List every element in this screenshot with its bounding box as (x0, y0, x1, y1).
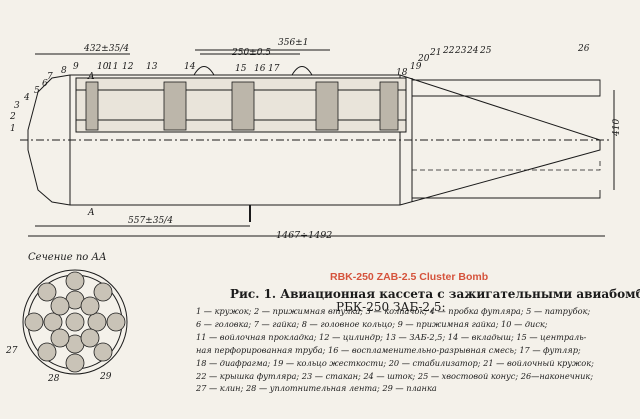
parts-legend: 1 — кружок; 2 — прижимная втулка; 3 — ко… (196, 305, 616, 395)
section-mark-top: A (88, 72, 95, 82)
legend-line: 27 — клин; 28 — уплотнительная лента; 29… (196, 383, 437, 394)
section-aa-outer (22, 269, 128, 375)
part-number: 2 (10, 112, 16, 122)
part-number: 10 (97, 62, 109, 72)
part-number: 8 (61, 66, 67, 76)
legend-line: 6 — головка; 7 — гайка; 8 — головное кол… (196, 318, 548, 329)
figure-caption-line2: РБК-250 ЗАБ-2,5: (336, 300, 446, 314)
part-number: 15 (235, 64, 247, 74)
part-number: 16 (254, 64, 266, 74)
part-number: 18 (396, 68, 408, 78)
part-number: 1 (10, 124, 16, 134)
part-number: 5 (34, 86, 40, 96)
overlay-title: RBK-250 ZAB-2.5 Cluster Bomb (330, 271, 489, 283)
part-number: 13 (146, 62, 158, 72)
dim-557-label: 557±35/4 (128, 216, 173, 226)
part-number: 24 (467, 46, 479, 56)
part-number: 23 (455, 46, 467, 56)
legend-line: ная перфорированная труба; 16 — воспламе… (196, 344, 581, 355)
part-number: 22 (443, 46, 455, 56)
dim-410-label: 410 (612, 118, 622, 136)
part-number: 21 (430, 48, 442, 58)
legend-line: 18 — диафрагма; 19 — кольцо жесткости; 2… (196, 357, 594, 368)
bomb-body-outline (27, 74, 601, 206)
part-number: 12 (122, 62, 134, 72)
part-number: 11 (107, 62, 119, 72)
part-number: 26 (578, 44, 590, 54)
dim-432-label: 432±35/4 (84, 44, 129, 54)
legend-line: 11 — войлочная прокладка; 12 — цилиндр; … (196, 331, 587, 342)
part-number: 14 (184, 62, 196, 72)
figure-caption-line1: Рис. 1. Авиационная кассета с зажигатель… (230, 287, 640, 301)
section-aa-bomblets (24, 271, 126, 373)
suspension-lug (193, 66, 215, 76)
bomblet-blocks (85, 81, 399, 131)
legend-line: 1 — кружок; 2 — прижимная втулка; 3 — ко… (196, 306, 591, 316)
dim-250-label: 250±0.5 (232, 48, 272, 58)
part-number: 17 (268, 64, 280, 74)
part-number: 6 (42, 79, 48, 89)
part-number: 7 (47, 72, 53, 82)
section-label: 28 (48, 374, 60, 384)
part-number: 19 (410, 62, 422, 72)
part-number: 3 (14, 101, 20, 111)
stabilizer (412, 79, 601, 97)
section-title: Сечение по АА (28, 252, 107, 263)
part-number: 9 (73, 62, 79, 72)
section-label: 29 (100, 372, 112, 382)
part-number: 20 (418, 54, 430, 64)
legend-line: 22 — крышка футляра; 23 — стакан; 24 — ш… (196, 370, 594, 381)
dim-356-label: 356±1 (278, 38, 309, 48)
section-label: 27 (6, 346, 18, 356)
dim-1467-label: 1467÷1492 (276, 230, 333, 241)
section-mark-bottom: A (88, 208, 95, 218)
part-number: 25 (480, 46, 492, 56)
part-number: 4 (24, 93, 30, 103)
